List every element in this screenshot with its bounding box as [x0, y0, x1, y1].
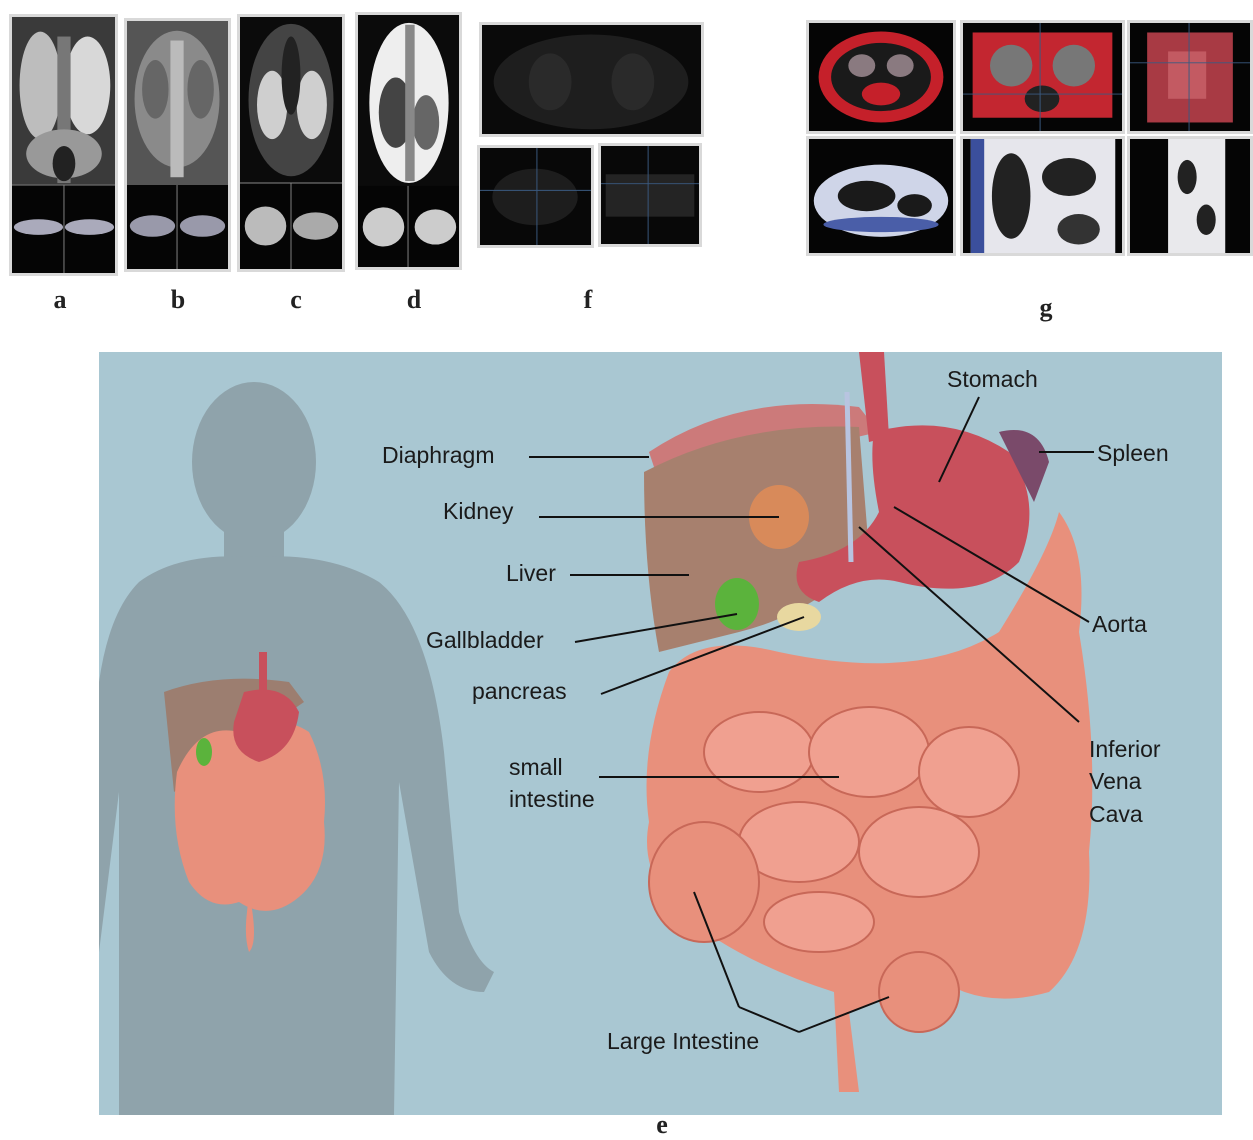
label-ivc-line1: Inferior	[1089, 736, 1161, 763]
digestive-system-diagram: Stomach Spleen Diaphragm Kidney Liver Ga…	[99, 352, 1222, 1115]
label-gallbladder: Gallbladder	[426, 627, 544, 654]
label-small-intestine-line2: intestine	[509, 786, 595, 813]
mri-panel-c	[237, 14, 345, 272]
panel-label-f: f	[568, 285, 608, 315]
mri-panel-g-5	[960, 136, 1125, 256]
mri-panel-g-4	[806, 136, 956, 256]
label-spleen: Spleen	[1097, 440, 1169, 467]
mri-panel-f-left	[477, 145, 594, 248]
mri-panel-f-top	[479, 22, 704, 137]
panel-label-b: b	[158, 285, 198, 315]
label-aorta: Aorta	[1092, 611, 1147, 638]
large-organs	[644, 352, 1092, 1092]
label-diaphragm: Diaphragm	[382, 442, 495, 469]
label-small-intestine-line1: small	[509, 754, 563, 781]
panel-label-g: g	[1026, 293, 1066, 323]
mri-panel-g-1	[806, 20, 956, 134]
label-ivc-line3: Cava	[1089, 801, 1143, 828]
panel-label-a: a	[40, 285, 80, 315]
label-stomach: Stomach	[947, 366, 1038, 393]
label-kidney: Kidney	[443, 498, 513, 525]
panel-label-d: d	[394, 285, 434, 315]
mri-panel-a	[9, 14, 118, 276]
label-liver: Liver	[506, 560, 556, 587]
label-ivc-line2: Vena	[1089, 768, 1141, 795]
mri-panel-g-3	[1127, 20, 1253, 134]
mri-panel-g-2	[960, 20, 1125, 134]
panel-label-c: c	[276, 285, 316, 315]
mri-panel-d	[355, 12, 462, 270]
panel-label-e: e	[642, 1110, 682, 1140]
label-large-intestine: Large Intestine	[607, 1028, 759, 1055]
mri-panel-f-right	[598, 143, 702, 247]
label-pancreas: pancreas	[472, 678, 567, 705]
mri-panel-b	[124, 18, 231, 272]
mri-panel-g-6	[1127, 136, 1253, 256]
